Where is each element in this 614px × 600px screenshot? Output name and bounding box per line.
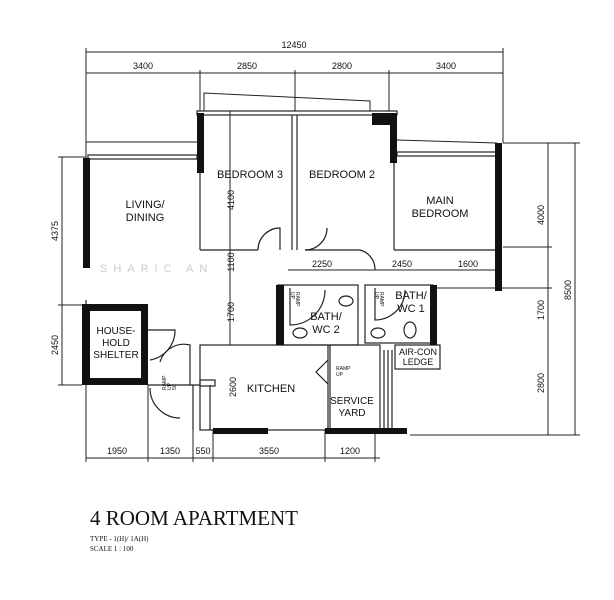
- dim-inner-horizontal: 1600: [458, 259, 478, 269]
- dim-left: 2450: [50, 335, 60, 355]
- dim-right: 2800: [536, 373, 546, 393]
- dim-right: 1700: [536, 300, 546, 320]
- dim-bottom: 1200: [340, 446, 360, 456]
- room-kitchen: KITCHEN: [247, 383, 295, 395]
- room-living-dining: LIVING/DINING: [125, 199, 165, 224]
- dim-bottom: 550: [195, 446, 210, 456]
- type-line: TYPE - 1(H)/ 1A(H): [90, 535, 149, 543]
- dim-inner-vertical: 4100: [226, 190, 236, 210]
- room-bath-wc-2: BATH/WC 2: [310, 311, 343, 336]
- dim-top: 2800: [332, 61, 352, 71]
- dim-bottom: 1350: [160, 446, 180, 456]
- dim-bottom: 3550: [259, 446, 279, 456]
- dim-inner-vertical: 1100: [226, 252, 236, 271]
- dim-top: 3400: [436, 61, 456, 71]
- dim-inner-horizontal: 2450: [392, 259, 412, 269]
- ramp-up-label: RAMPUP: [373, 292, 384, 307]
- dim-right: 4000: [536, 205, 546, 225]
- dimension-lines: [58, 48, 580, 462]
- watermark: SHARIC AN: [100, 263, 213, 275]
- scale-line: SCALE 1 : 100: [90, 545, 134, 553]
- dim-inner-vertical: 2600: [228, 377, 238, 397]
- dim-inner-horizontal: 2250: [312, 259, 332, 269]
- dim-inner-vertical: 1700: [226, 302, 236, 322]
- plan-title: 4 ROOM APARTMENT: [90, 506, 299, 530]
- room-bedroom-3: BEDROOM 3: [217, 169, 283, 181]
- dim-left: 4375: [50, 221, 60, 241]
- dim-bottom: 1950: [107, 446, 127, 456]
- room-bedroom-2: BEDROOM 2: [309, 169, 375, 181]
- room-bath-wc-1: BATH/WC 1: [395, 290, 428, 315]
- thick-walls: [82, 113, 502, 434]
- dim-top: 3400: [133, 61, 153, 71]
- dim-top: 2850: [237, 61, 257, 71]
- ramp-up-label: RAMPUP: [289, 292, 300, 307]
- dim-right-total: 8500: [563, 280, 573, 300]
- dim-overall-width: 12450: [281, 40, 306, 50]
- ramp-up-50-label: RAMPUP50: [162, 375, 178, 390]
